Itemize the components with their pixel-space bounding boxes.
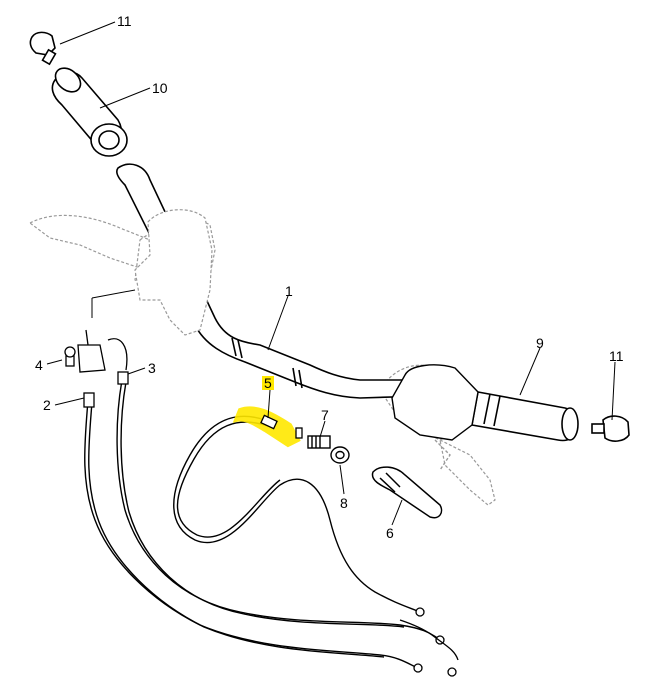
- bar-end-right: [591, 415, 630, 442]
- callout-10: 10: [152, 80, 168, 96]
- callout-6: 6: [386, 525, 394, 541]
- part-5-highlight: [232, 406, 301, 448]
- throttle-grip: [471, 391, 579, 442]
- brake-lever-ghost: [379, 364, 496, 506]
- part-6-cover: [371, 466, 443, 519]
- callout-1: 1: [285, 283, 293, 299]
- callout-9: 9: [536, 335, 544, 351]
- callout-4: 4: [35, 357, 43, 373]
- callout-11-right: 11: [609, 348, 624, 364]
- part-8-washer: [330, 446, 350, 464]
- part-4-screw: [64, 329, 128, 373]
- part-5-adjuster: [260, 414, 303, 439]
- leader-lines: [46, 21, 616, 526]
- left-switch-housing: [134, 209, 213, 336]
- callout-2: 2: [43, 397, 51, 413]
- callout-5: 5: [262, 375, 274, 391]
- cable-fittings: [83, 371, 459, 677]
- callout-11-top: 11: [117, 13, 132, 29]
- callout-3: 3: [148, 360, 156, 376]
- bar-end-left: [29, 31, 57, 66]
- throttle-cables: [84, 379, 441, 669]
- callout-8: 8: [340, 495, 348, 511]
- part-7-bolt: [307, 435, 331, 449]
- left-grip: [51, 67, 128, 157]
- right-switch-housing: [391, 364, 479, 471]
- callout-7: 7: [321, 407, 329, 423]
